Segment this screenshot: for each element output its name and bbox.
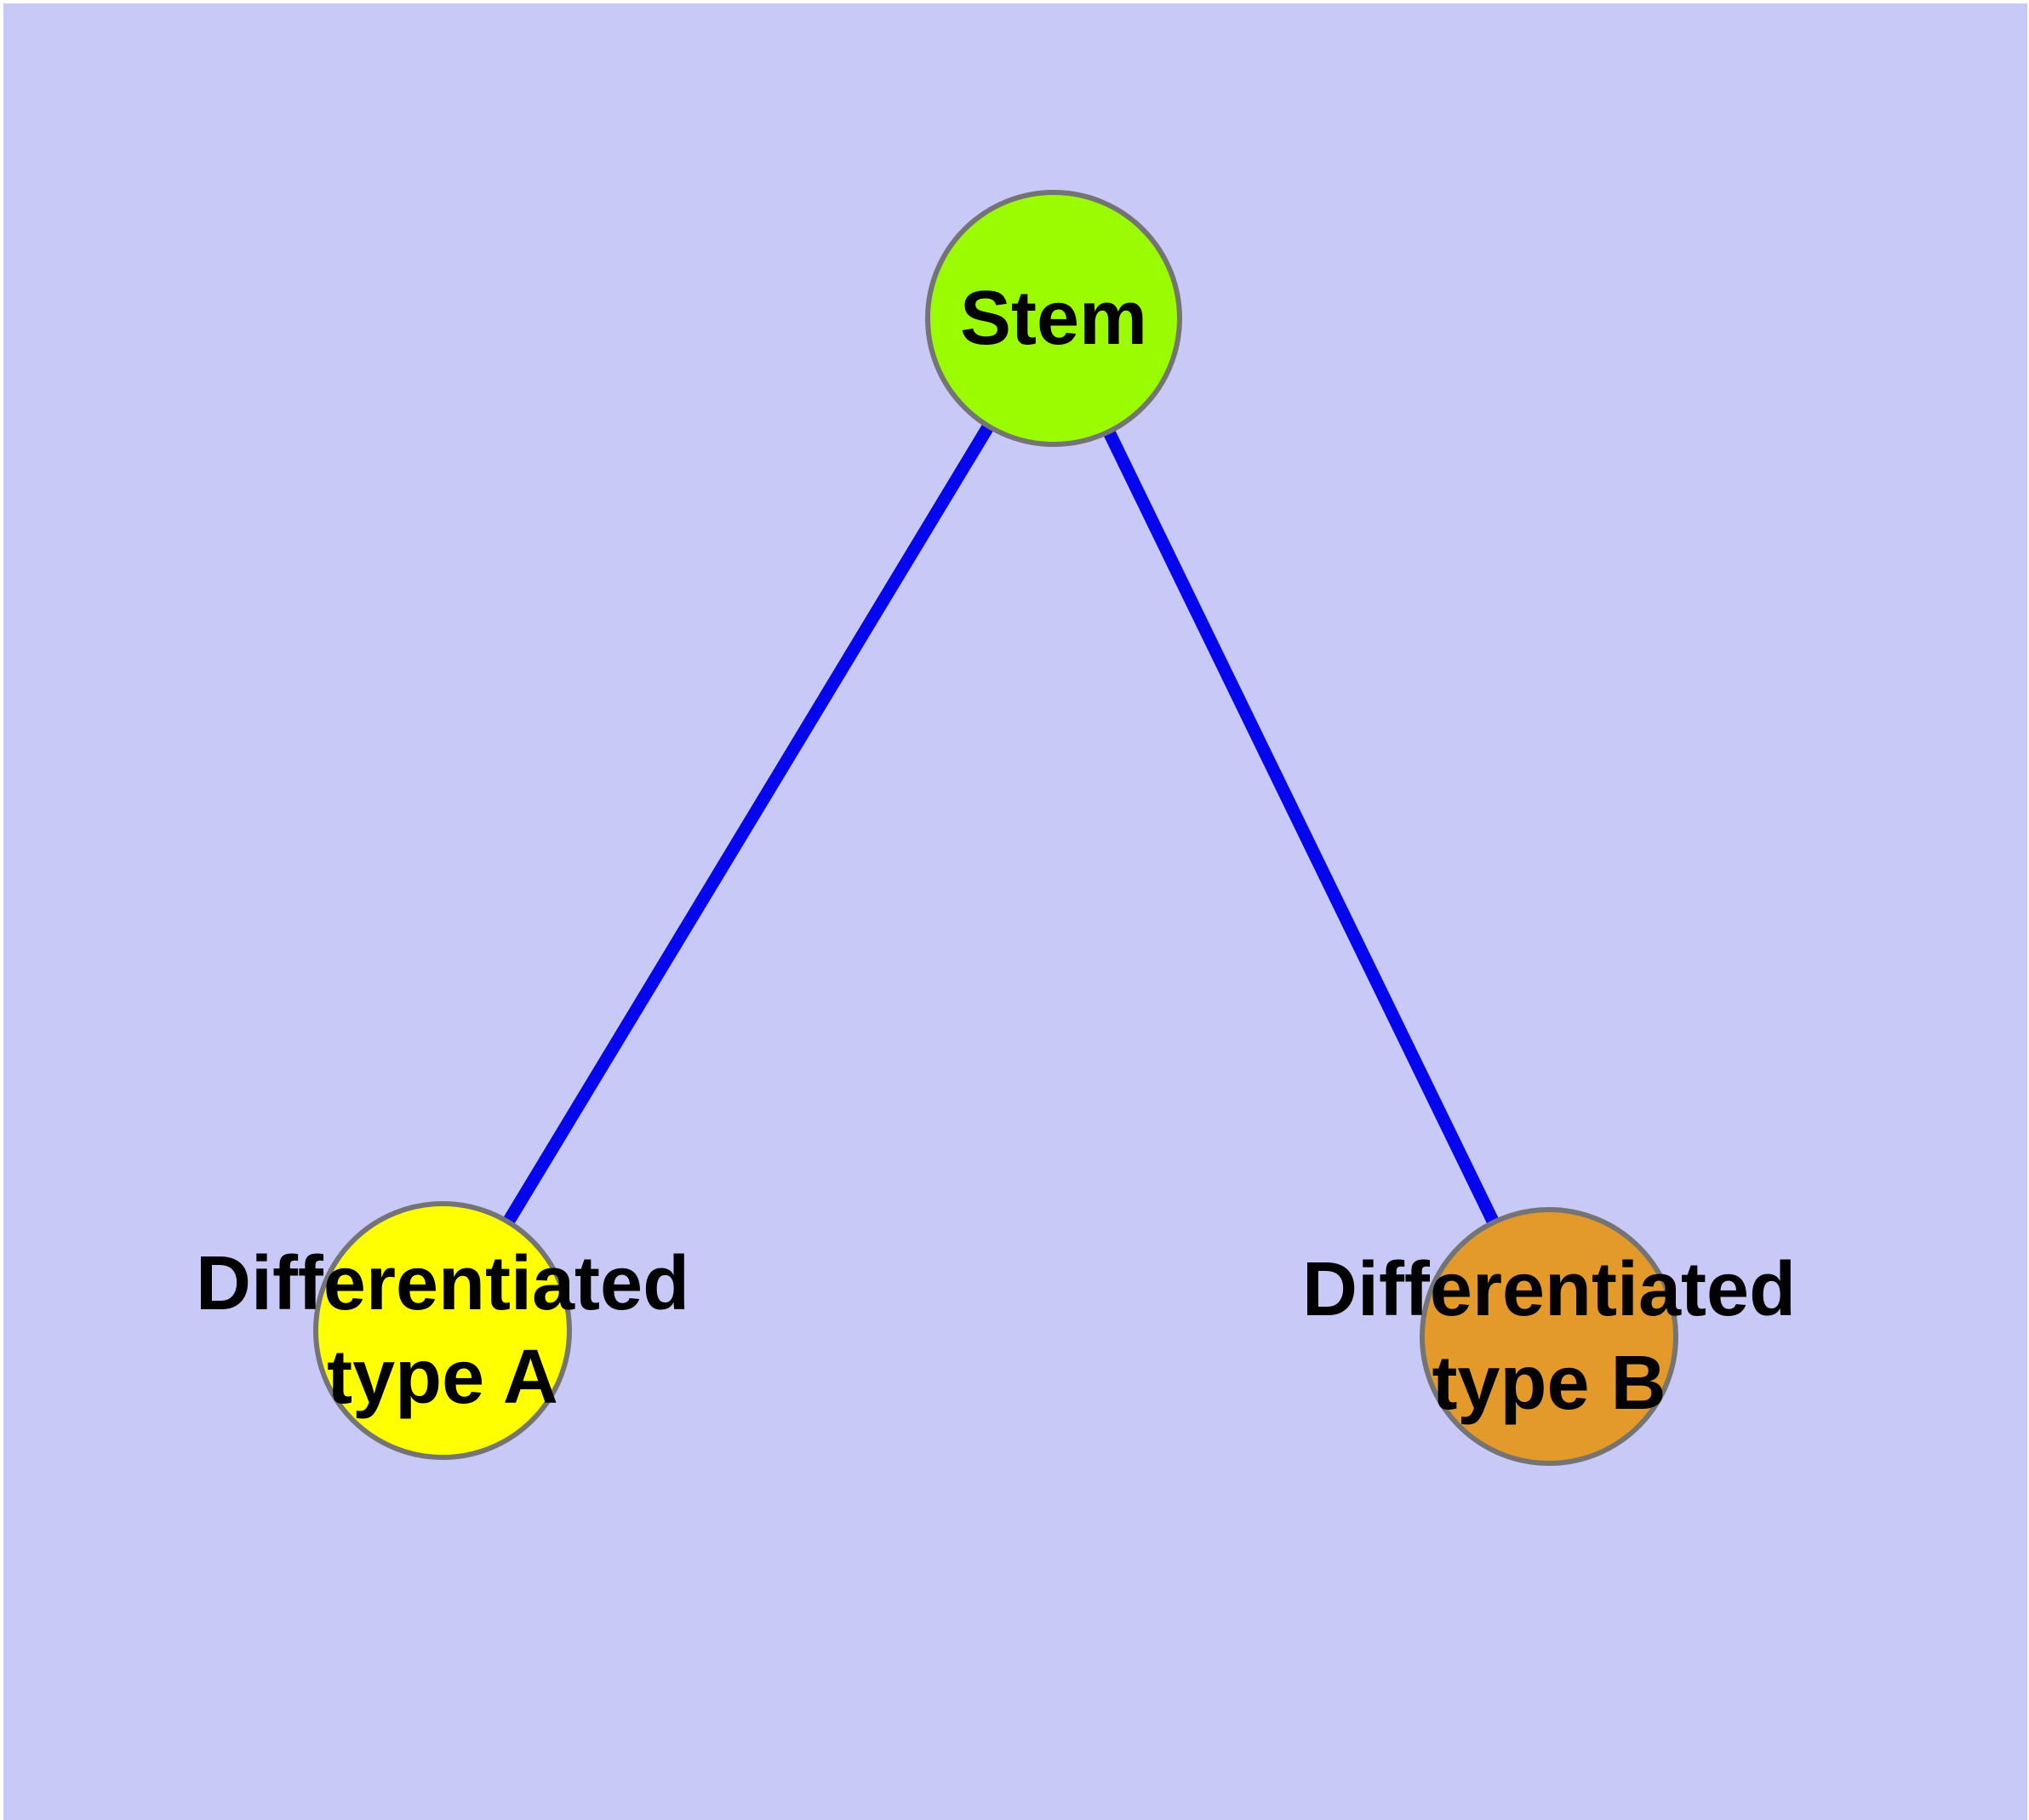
edge-stem-to-type-b [1048,315,1555,1340]
node-stem[interactable] [925,190,1182,447]
node-differentiated-type-a[interactable] [313,1201,572,1460]
label-type-a-line-2: type A [327,1335,558,1420]
edge-stem-to-type-a [437,315,1060,1334]
label-type-b-line-2: type B [1432,1341,1666,1426]
label-type-a-line-1: Differentiated [195,1241,690,1326]
label-stem: Stem [960,272,1147,365]
label-type-b-line-1: Differentiated [1301,1247,1797,1332]
node-differentiated-type-b[interactable] [1420,1207,1678,1466]
label-stem-text: Stem [959,276,1148,361]
label-differentiated-type-a: Differentiated type A [196,1237,689,1424]
label-differentiated-type-b: Differentiated type B [1302,1243,1796,1430]
